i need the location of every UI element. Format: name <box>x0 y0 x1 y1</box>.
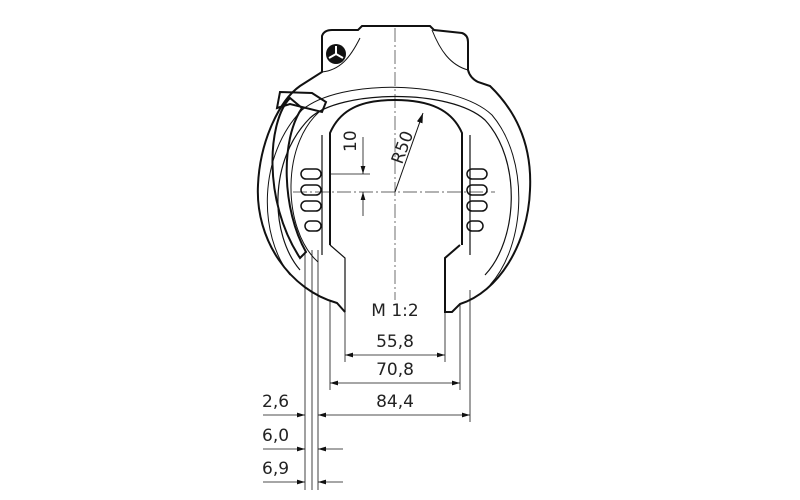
radius-leader <box>394 112 424 193</box>
lock-body <box>256 25 532 313</box>
radius-label: R50 <box>388 128 418 166</box>
center-lines <box>293 28 495 300</box>
height-dimension <box>330 137 370 216</box>
height-label: 10 <box>341 130 361 152</box>
dim-offset-a: 2,6 <box>262 392 289 412</box>
dim-inner-width: 55,8 <box>376 332 414 352</box>
dim-outer-width: 84,4 <box>376 392 414 412</box>
dim-offset-c: 6,9 <box>262 459 289 479</box>
key-logo-icon <box>326 44 346 64</box>
scale-label: M 1:2 <box>371 301 418 321</box>
dim-mid-width: 70,8 <box>376 360 414 380</box>
dimension-lines <box>263 352 470 485</box>
dim-offset-b: 6,0 <box>262 426 289 446</box>
